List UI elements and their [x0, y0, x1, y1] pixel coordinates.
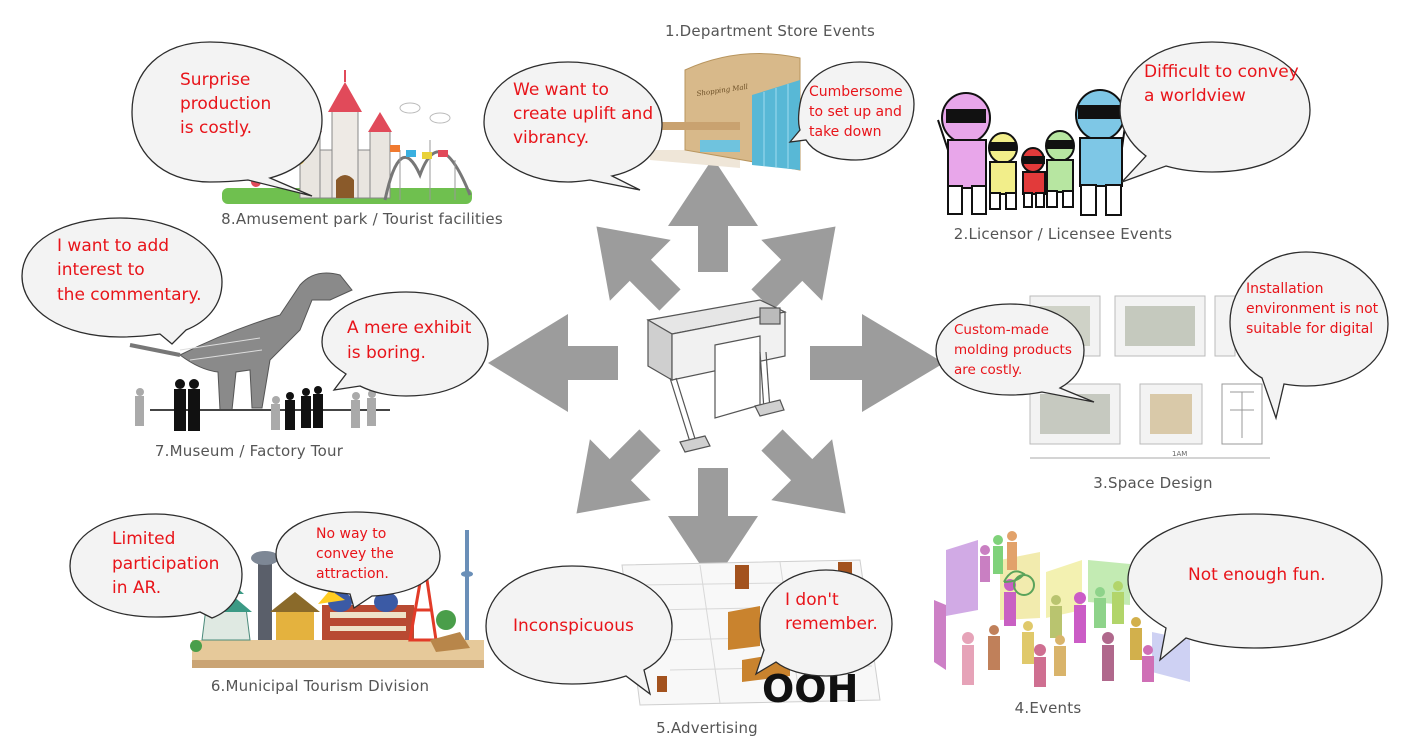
bubble-text-line: No way to: [316, 526, 386, 542]
bubble-inconspicuous: Inconspicuous: [485, 565, 673, 696]
bubble-text-line: Surprise: [180, 70, 250, 90]
caption-tourism-division: 6.Municipal Tourism Division: [211, 677, 429, 695]
bubble-text-line: in AR.: [112, 578, 161, 598]
svg-text:Cumbersome to set up and: Cumbersome to set up and take down: [809, 84, 907, 140]
bubble-text-line: Custom-made: [954, 322, 1049, 338]
arrow-down-right: [761, 429, 846, 514]
bubble-text-line: Limited: [112, 529, 175, 549]
printer-icon: [646, 299, 787, 453]
floorplan-tag: 1AM: [1172, 450, 1187, 458]
bubble-text-line: create uplift and: [513, 104, 653, 124]
bubble-text-line: We want to: [513, 80, 609, 100]
bubble-commentary: I want to add interest to the commentary…: [21, 217, 223, 345]
bubble-dont-remember: I don't remember.: [754, 569, 893, 677]
caption-department-store: 1.Department Store Events: [665, 22, 875, 40]
bubble-text-line: convey the: [316, 546, 394, 562]
bubble-text-line: Installation: [1246, 281, 1324, 297]
bubble-text-line: Not enough fun.: [1188, 565, 1326, 585]
bubble-text-line: remember.: [785, 614, 878, 634]
arrow-up-left: [596, 226, 681, 311]
caption-events: 4.Events: [1015, 699, 1082, 717]
heroes-illustration: [937, 89, 1129, 216]
arrow-right: [810, 314, 944, 412]
arrow-up-right: [751, 226, 836, 311]
bubble-text-line: interest to: [57, 260, 145, 280]
floor-plan-illustration: 1AM: [1029, 295, 1270, 459]
bubble-custom-made: Custom-made molding products are costly.: [935, 303, 1095, 403]
caption-advertising: 5.Advertising: [656, 719, 758, 737]
bubble-text-line: is costly.: [180, 118, 252, 138]
bubble-text-line: suitable for digital: [1246, 321, 1373, 337]
bubble-boring: A mere exhibit is boring.: [321, 291, 489, 397]
event-crowd-illustration: [934, 531, 1190, 687]
bubble-text-line: molding products: [954, 342, 1072, 358]
bubble-cumbersome: Cumbersome to set up and take down: [788, 61, 915, 161]
bubble-text-line: a worldview: [1144, 86, 1246, 106]
bubble-limited-ar: Limited participation in AR.: [69, 513, 243, 619]
svg-text:Custom-made molding prod: Custom-made molding products are costly.: [954, 322, 1076, 378]
svg-text:No way to convey the: No way to convey the attraction.: [316, 526, 398, 582]
arrow-up: [668, 158, 758, 272]
bubble-text-line: Difficult to convey: [1144, 62, 1299, 82]
svg-text:I don't remember.: I don't remember.: [785, 590, 878, 634]
bubble-text-line: Inconspicuous: [513, 616, 634, 636]
svg-text:We want to create uplift: We want to create uplift and vibrancy.: [513, 80, 659, 148]
bubble-no-way-convey: No way to convey the attraction.: [275, 511, 441, 610]
bubble-worldview: Difficult to convey a worldview: [1119, 41, 1311, 183]
museum-dinosaur-illustration: [129, 272, 390, 431]
svg-text:Difficult to convey a wo: Difficult to convey a worldview: [1144, 62, 1304, 106]
bubble-text-line: vibrancy.: [513, 128, 589, 148]
caption-licensor: 2.Licensor / Licensee Events: [954, 225, 1173, 243]
arrow-left: [488, 314, 618, 412]
bubble-not-enough-fun: Not enough fun.: [1127, 513, 1383, 662]
landmarks-illustration: [190, 530, 484, 668]
bubble-text-line: attraction.: [316, 566, 389, 582]
caption-amusement-park: 8.Amusement park / Tourist facilities: [221, 210, 503, 228]
svg-text:Surprise production: Surprise production is costly.: [180, 70, 277, 138]
bubble-text-line: I don't: [785, 590, 839, 610]
bubble-text-line: the commentary.: [57, 285, 202, 305]
arrow-down: [668, 468, 758, 584]
bubble-text-line: Cumbersome: [809, 84, 903, 100]
svg-text:Limited participation: Limited participation in AR.: [112, 529, 225, 598]
bubble-text-line: environment is not: [1246, 301, 1379, 317]
caption-space-design: 3.Space Design: [1093, 474, 1212, 492]
bubble-text-line: take down: [809, 124, 882, 140]
bubble-surprise-production: Surprise production is costly.: [131, 41, 323, 197]
bubble-uplift-vibrancy: We want to create uplift and vibrancy.: [483, 61, 663, 191]
caption-museum: 7.Museum / Factory Tour: [155, 442, 344, 460]
arrow-down-left: [576, 429, 661, 514]
bubble-text-line: production: [180, 94, 271, 114]
bubble-text-line: to set up and: [809, 104, 902, 120]
bubble-text-line: participation: [112, 554, 219, 574]
svg-text:A mere exhibit is boring: A mere exhibit is boring.: [347, 318, 477, 363]
bubble-text-line: are costly.: [954, 362, 1022, 378]
svg-text:I want to add interest t: I want to add interest to the commentary…: [57, 236, 202, 305]
bubble-text-line: I want to add: [57, 236, 169, 256]
bubble-text-line: is boring.: [347, 343, 426, 363]
direction-arrows: [488, 158, 944, 584]
shopping-mall-illustration: Shopping Mall: [650, 53, 801, 171]
bubble-text-line: A mere exhibit: [347, 318, 472, 338]
svg-text:Installation environment: Installation environment is not suitable…: [1246, 281, 1383, 337]
bubble-installation: Installation environment is not suitable…: [1229, 251, 1389, 421]
